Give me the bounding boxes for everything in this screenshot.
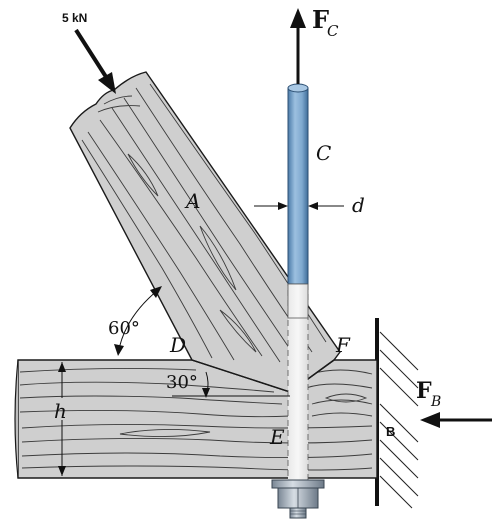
angle-60-label: 60°	[108, 318, 140, 339]
force-fb-label-main: F	[416, 378, 432, 404]
point-c-label: C	[316, 141, 331, 165]
dimension-h	[58, 362, 66, 476]
point-f-label: F	[335, 333, 351, 357]
horizontal-member	[14, 359, 378, 479]
force-fc-label-sub: C	[327, 22, 339, 40]
dim-d-label: d	[352, 193, 365, 217]
angle-30-label: 30°	[166, 372, 198, 393]
bolt-nut	[271, 479, 325, 519]
load-arrow	[74, 28, 116, 94]
point-a-label: A	[184, 189, 200, 213]
load-label: 5 kN	[62, 11, 87, 25]
wall-support-b	[375, 318, 419, 509]
force-fc-arrow	[290, 8, 306, 84]
rod-c	[287, 83, 309, 481]
point-e-label: E	[269, 425, 285, 449]
force-fb-label-sub: B	[430, 394, 441, 410]
angle-60-marker	[114, 286, 162, 356]
point-d-label: D	[169, 333, 186, 357]
support-b-label: B	[386, 424, 395, 439]
force-fc-label-main: F	[312, 5, 329, 34]
angle-30-marker	[172, 371, 290, 398]
force-fb-arrow	[420, 412, 492, 428]
dimension-d	[254, 202, 344, 210]
dim-h-label: h	[54, 399, 67, 423]
inclined-member	[69, 71, 341, 393]
